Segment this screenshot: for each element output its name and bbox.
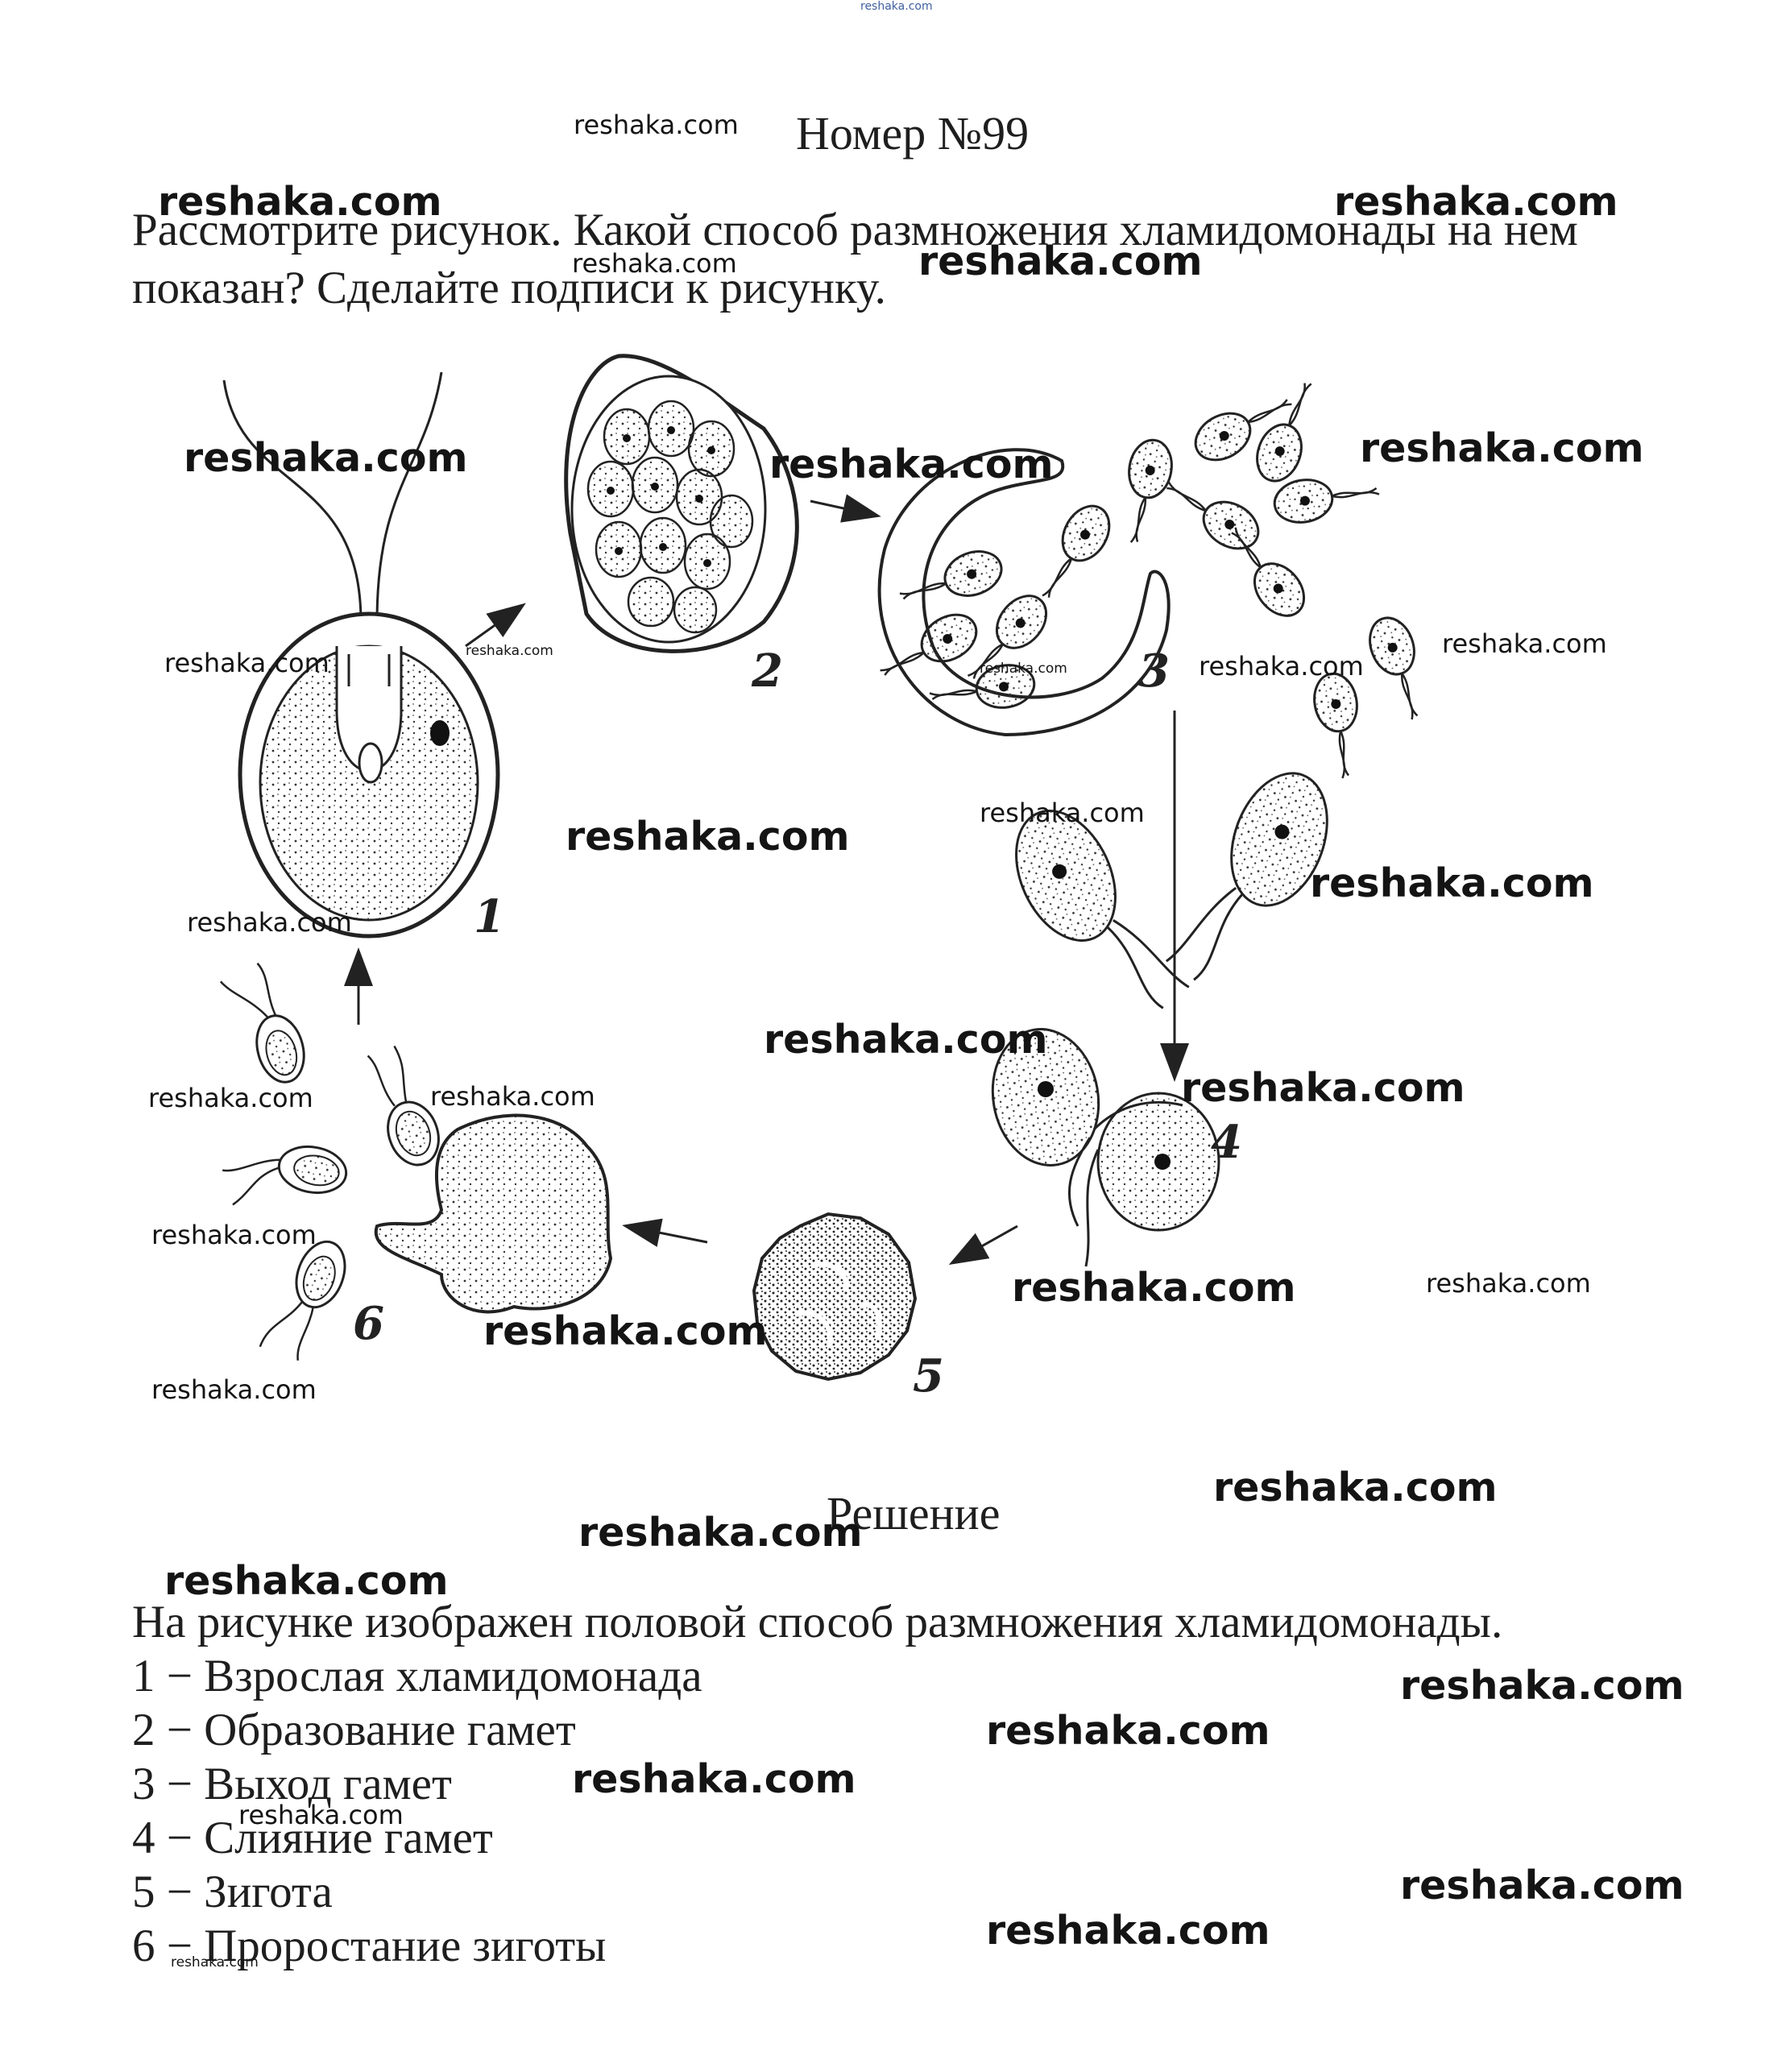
stage-2-gamete-formation	[566, 356, 798, 652]
answer-item-6: 6 − Проростание зиготы	[132, 1919, 1502, 1973]
watermark: reshaka.com	[980, 798, 1145, 828]
watermark: reshaka.com	[1426, 1268, 1591, 1299]
watermark: reshaka.com	[1012, 1265, 1296, 1311]
watermark: reshaka.com	[148, 1083, 313, 1113]
watermark: reshaka.com	[572, 248, 737, 279]
stage-5-zygote	[754, 1214, 915, 1379]
stage-number-1: 1	[474, 890, 505, 943]
watermark: reshaka.com	[1400, 1663, 1684, 1709]
watermark: reshaka.com	[238, 1800, 404, 1830]
watermark: reshaka.com	[1213, 1465, 1498, 1510]
watermark: reshaka.com	[171, 1954, 259, 1970]
watermark: reshaka.com	[1181, 1065, 1465, 1111]
watermark: reshaka.com	[986, 1708, 1270, 1754]
watermark: reshaka.com	[566, 814, 850, 860]
large-gametes	[997, 753, 1345, 1041]
watermark: reshaka.com	[1199, 651, 1364, 682]
watermark: reshaka.com	[1442, 628, 1607, 659]
stage-6-zygote-germination	[217, 958, 611, 1365]
watermark: reshaka.com	[1360, 425, 1644, 471]
stage-number-6: 6	[353, 1297, 384, 1350]
answer-item-2: 2 − Образование гамет	[132, 1703, 1502, 1757]
watermark: reshaka.com	[151, 1374, 317, 1405]
answer-item-5: 5 − Зигота	[132, 1865, 1502, 1919]
watermark: reshaka.com	[164, 1558, 449, 1604]
answer-item-1: 1 − Взрослая хламидомонада	[132, 1649, 1502, 1703]
watermark: reshaka.com	[1310, 860, 1594, 906]
arrow-5-to-6	[627, 1226, 707, 1242]
page-title: Номер №99	[796, 106, 1029, 160]
watermark: reshaka.com	[164, 648, 329, 678]
watermark: reshaka.com	[151, 1220, 317, 1250]
watermark: reshaka.com	[1400, 1863, 1684, 1908]
watermark: reshaka.com	[764, 1017, 1048, 1063]
arrow-4-to-5	[953, 1226, 1017, 1262]
watermark: reshaka.com	[430, 1081, 595, 1112]
watermark: reshaka.com	[483, 1308, 768, 1354]
watermark: reshaka.com	[980, 661, 1067, 677]
arrow-2-to-3	[810, 501, 876, 516]
stage-number-2: 2	[751, 644, 783, 698]
watermark: reshaka.com	[578, 1510, 863, 1556]
watermark: reshaka.com	[572, 1756, 856, 1802]
watermark: reshaka.com	[986, 1908, 1270, 1954]
stage-number-3: 3	[1138, 644, 1170, 698]
watermark: reshaka.com	[769, 441, 1054, 487]
watermark: reshaka.com	[1334, 179, 1618, 225]
watermark: reshaka.com	[158, 179, 442, 225]
watermark: reshaka.com	[466, 643, 553, 659]
watermark: reshaka.com	[187, 907, 352, 938]
arrow-1-to-2	[466, 606, 522, 646]
watermark: reshaka.com	[184, 435, 468, 481]
stage-3-gamete-release	[873, 375, 1438, 781]
watermark: reshaka.com	[574, 110, 739, 140]
stage-number-5: 5	[913, 1349, 944, 1403]
stage-number-4: 4	[1211, 1116, 1242, 1169]
header-watermark: reshaka.com	[860, 0, 933, 13]
watermark: reshaka.com	[918, 238, 1203, 284]
